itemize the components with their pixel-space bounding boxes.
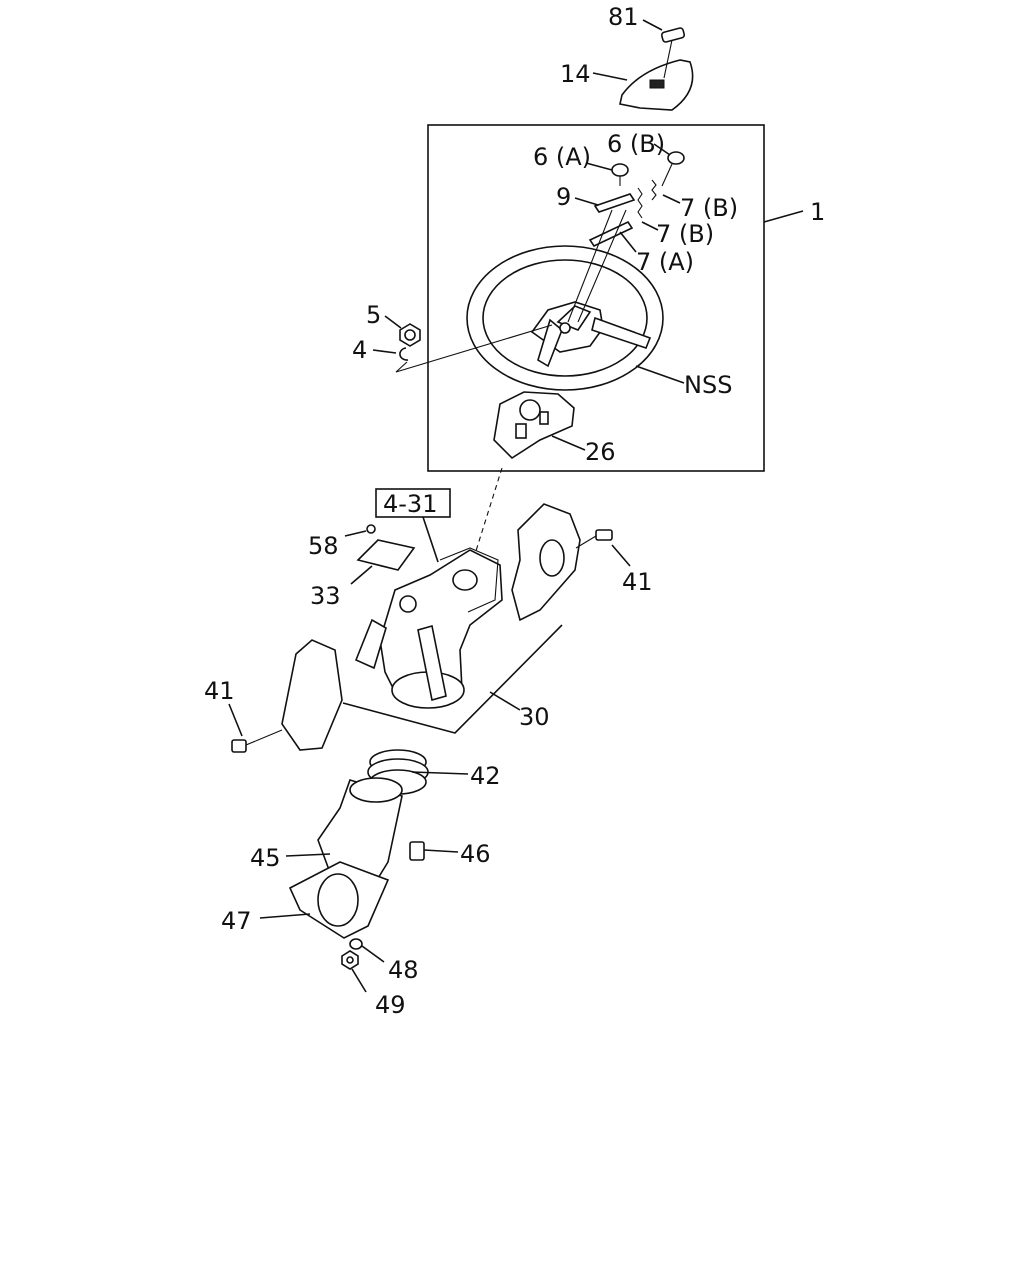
part-41-right-cover — [511, 503, 581, 622]
callout-9: 9 — [556, 183, 571, 211]
part-6b-screw — [661, 151, 685, 187]
callout-30: 30 — [519, 703, 550, 731]
callout-41-right: 41 — [622, 568, 653, 596]
callout-47: 47 — [221, 907, 252, 935]
part-9-bracket — [593, 193, 636, 213]
part-41-left-screw — [231, 729, 283, 753]
part-48-washer — [349, 938, 363, 950]
callout-7b-upper: 7 (B) — [680, 194, 738, 222]
callout-6a: 6 (A) — [533, 143, 591, 171]
callout-33: 33 — [310, 582, 341, 610]
callout-42: 42 — [470, 762, 501, 790]
reference-box-4-31 — [375, 488, 451, 518]
steering-wheel — [466, 245, 664, 391]
part-41-left-cover — [281, 639, 343, 751]
callout-14: 14 — [560, 60, 591, 88]
callout-26: 26 — [585, 438, 616, 466]
part-26-hub-cover — [493, 391, 575, 460]
callout-6b: 6 (B) — [607, 130, 665, 158]
part-33-plate — [356, 539, 416, 571]
part-6a-screw — [611, 163, 629, 186]
part-58-screw — [366, 524, 376, 534]
callout-58: 58 — [308, 532, 339, 560]
part-7a-contact — [588, 220, 634, 248]
callout-49: 49 — [375, 991, 406, 1019]
callout-5: 5 — [366, 301, 381, 329]
callout-7a: 7 (A) — [636, 248, 694, 276]
callout-48: 48 — [388, 956, 419, 984]
part-41-right-screw — [575, 529, 613, 549]
callout-4-31: 4-31 — [383, 490, 437, 518]
callout-46: 46 — [460, 840, 491, 868]
part-49-nut — [341, 950, 359, 970]
part-4-washer — [399, 347, 409, 361]
part-81-pin — [660, 27, 686, 43]
part-7b-springs — [637, 179, 657, 219]
part-47-gasket — [288, 861, 390, 939]
part-46-bolt — [409, 841, 425, 861]
callout-41-left: 41 — [204, 677, 235, 705]
assembly-box-1 — [427, 124, 765, 472]
part-14-horn-pad — [619, 39, 694, 111]
part-30-steering-column — [342, 547, 563, 734]
callout-45: 45 — [250, 844, 281, 872]
callout-1: 1 — [810, 198, 825, 226]
callout-7b-lower: 7 (B) — [656, 220, 714, 248]
callout-nss: NSS — [684, 371, 732, 399]
part-5-nut — [399, 323, 421, 347]
callout-81: 81 — [608, 3, 639, 31]
callout-4: 4 — [352, 336, 367, 364]
